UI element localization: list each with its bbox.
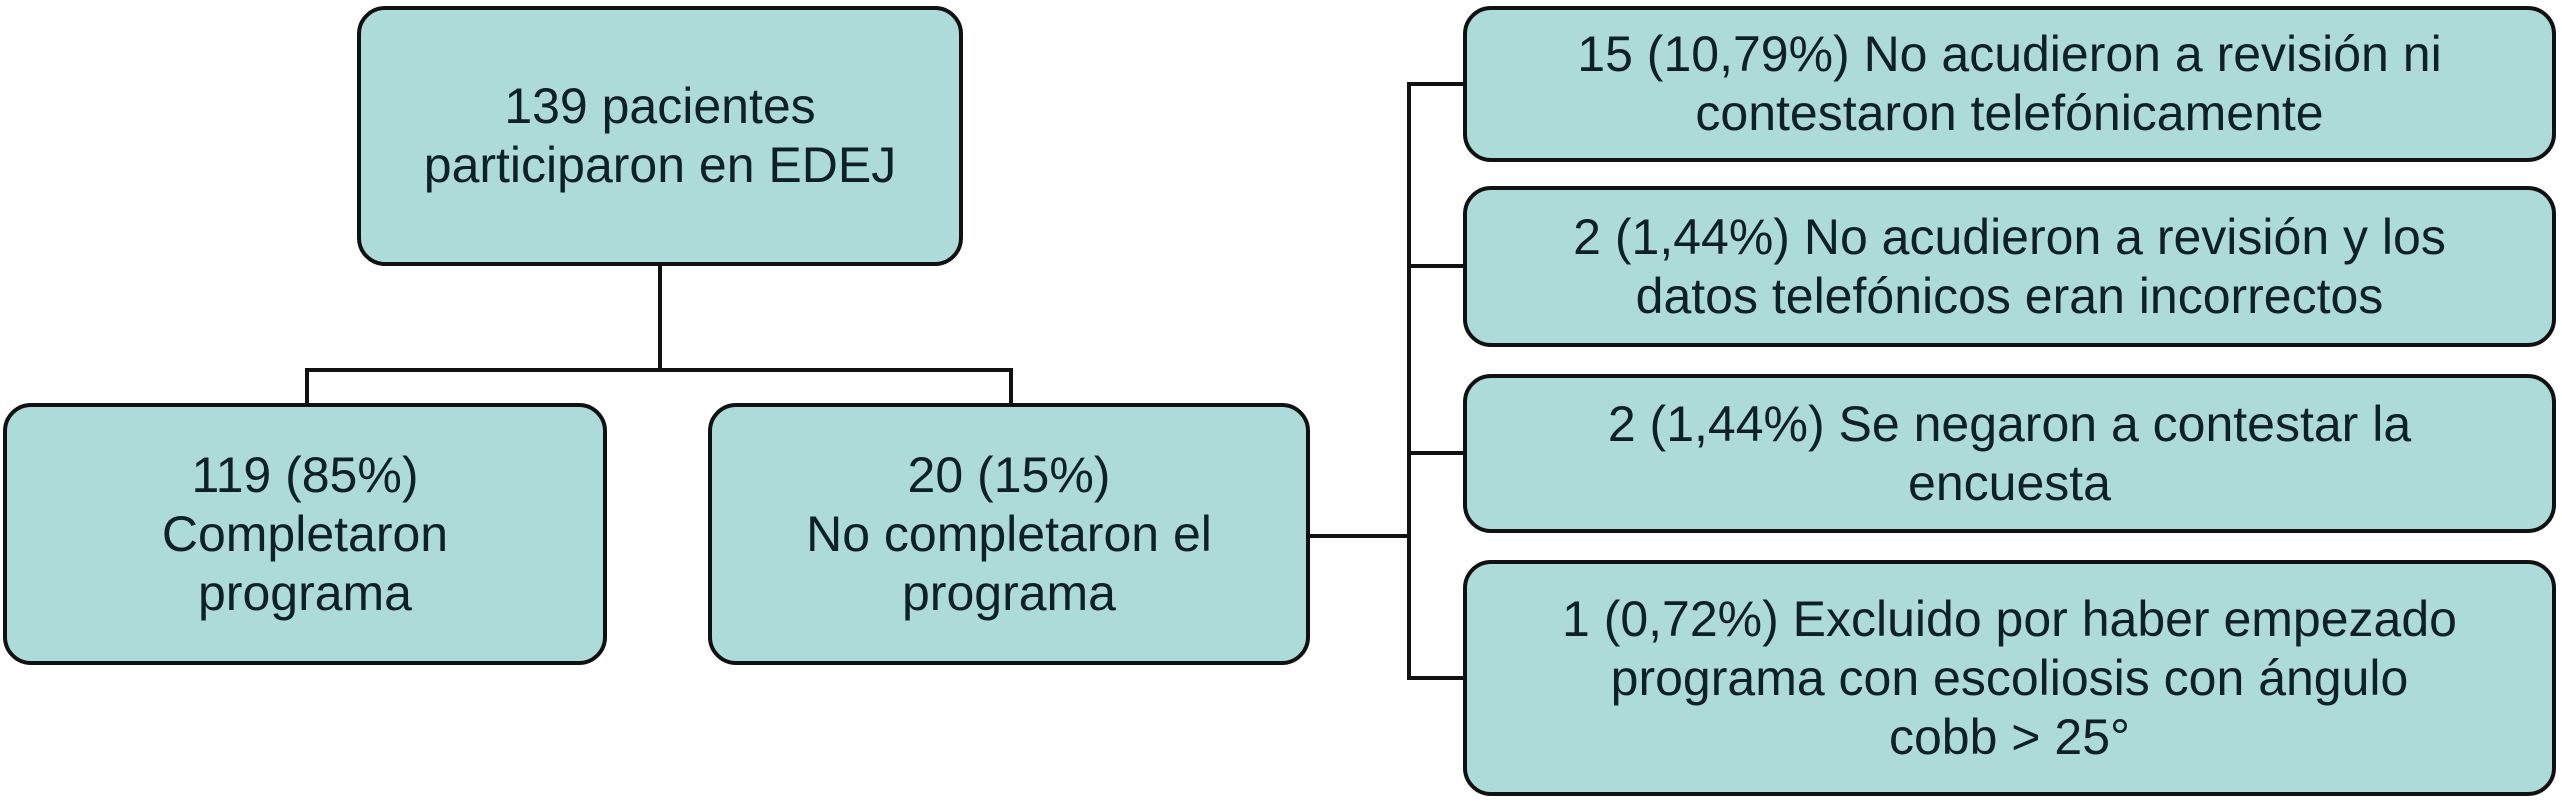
node-completed-program-line: programa [198,564,412,621]
edge-branch-reason3 [1407,451,1463,455]
node-reason-refused-survey-line: encuesta [1908,454,2111,511]
node-reason-excluded-cobb-angle-line: cobb > 25° [1888,708,2130,765]
node-not-completed-program-line: No completaron el [806,505,1212,562]
edge-reasons-spine [1407,82,1411,680]
node-total-patients-line: participaron en EDEJ [423,137,897,193]
node-reason-excluded-cobb-angle-line: 1 (0,72%) Excluido por haber empezado [1562,590,2457,647]
node-completed-program: 119 (85%) Completaron programa [3,403,607,665]
node-reason-wrong-phone-data: 2 (1,44%) No acudieron a revisión y los … [1463,186,2556,347]
edge-root-stem [658,266,662,370]
node-not-completed-program-line: 20 (15%) [907,446,1111,503]
node-reason-excluded-cobb-angle-line: programa con escoliosis con ángulo [1610,649,2409,706]
node-reason-refused-survey: 2 (1,44%) Se negaron a contestar la encu… [1463,374,2556,533]
node-reason-wrong-phone-data-line: 2 (1,44%) No acudieron a revisión y los [1573,208,2446,265]
node-not-completed-program-line: programa [902,564,1116,621]
edge-branch-reason2 [1407,264,1463,268]
node-reason-no-review-no-phone-line: 15 (10,79%) No acudieron a revisión ni [1577,26,2442,82]
edge-branch-reason4 [1407,676,1463,680]
edge-root-horizontal-bar [305,368,1013,372]
edge-drop-to-not-completed [1009,368,1013,403]
node-completed-program-line: 119 (85%) [191,446,419,503]
node-reason-no-review-no-phone-line: contestaron telefónicamente [1695,85,2324,141]
node-reason-refused-survey-line: 2 (1,44%) Se negaron a contestar la [1607,395,2412,452]
edge-feeder-to-spine [1310,534,1408,538]
edge-branch-reason1 [1407,82,1463,86]
node-total-patients-line: 139 pacientes [504,78,816,134]
node-reason-wrong-phone-data-line: datos telefónicos eran incorrectos [1635,267,2384,324]
node-completed-program-line: Completaron [161,505,449,562]
node-reason-excluded-cobb-angle: 1 (0,72%) Excluido por haber empezado pr… [1463,560,2556,796]
node-reason-no-review-no-phone: 15 (10,79%) No acudieron a revisión ni c… [1463,6,2556,162]
node-total-patients: 139 pacientes participaron en EDEJ [357,6,963,266]
edge-drop-to-completed [305,368,309,403]
node-not-completed-program: 20 (15%) No completaron el programa [708,403,1310,665]
